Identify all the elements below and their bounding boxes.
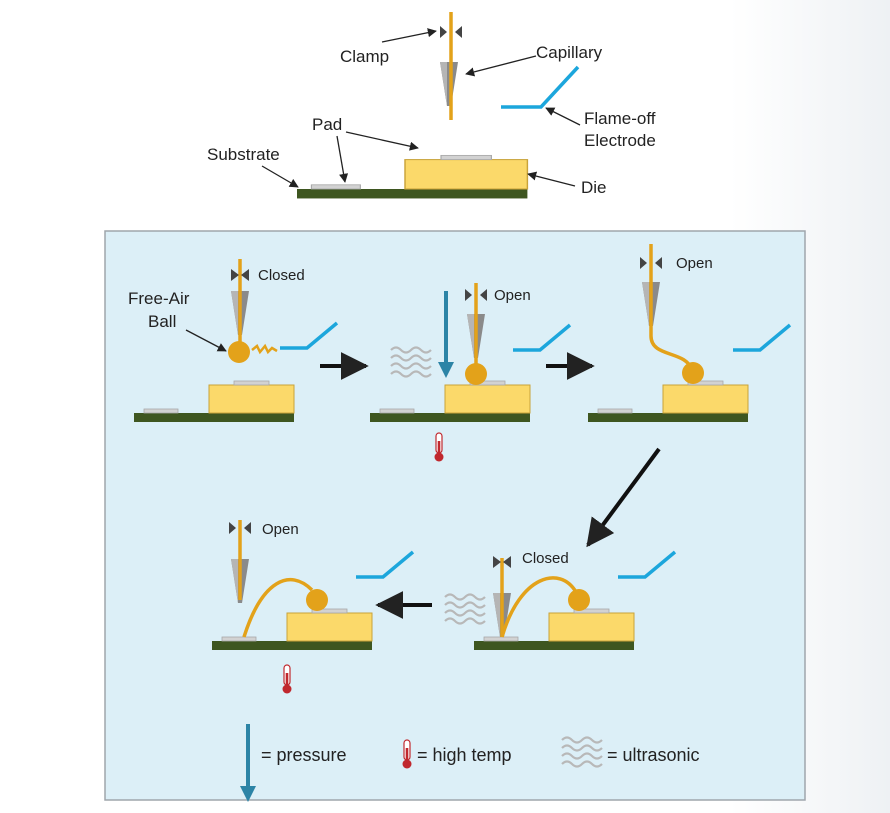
step-1: Closed Free-Air Ball [128,259,339,423]
step-1-clamp-state: Closed [258,267,305,284]
step-2-clamp-state: Open [494,287,531,304]
legend-thermometer-icon [401,739,413,770]
flame-off-label-line2: Electrode [584,131,656,150]
flow-arrow-3-4 [586,447,661,548]
step-2: Open [369,283,572,463]
step-5-clamp-state: Open [262,521,299,538]
legend-ultrasonic-label: = ultrasonic [607,745,700,765]
capillary-label: Capillary [536,43,603,62]
free-air-ball-label-line1: Free-Air [128,289,190,308]
legend-high-temp-label: = high temp [417,745,512,765]
process-panel [104,230,806,801]
legend-pressure-label: = pressure [261,745,347,765]
step-4: Closed [443,550,677,651]
die-label: Die [581,178,607,197]
step-3: Open [587,244,792,423]
step-3-clamp-state: Open [676,255,713,272]
step-5: Open [211,520,415,695]
substrate-label: Substrate [207,145,280,164]
step-4-clamp-state: Closed [522,550,569,567]
overview-illustration: Clamp Capillary Flame-off Electrode Pad … [207,12,656,200]
legend: = pressure = high temp = ultrasonic [240,724,700,802]
clamp-label: Clamp [340,47,389,66]
pad-label: Pad [312,115,342,134]
free-air-ball-label-line2: Ball [148,312,176,331]
flame-off-label-line1: Flame-off [584,109,656,128]
